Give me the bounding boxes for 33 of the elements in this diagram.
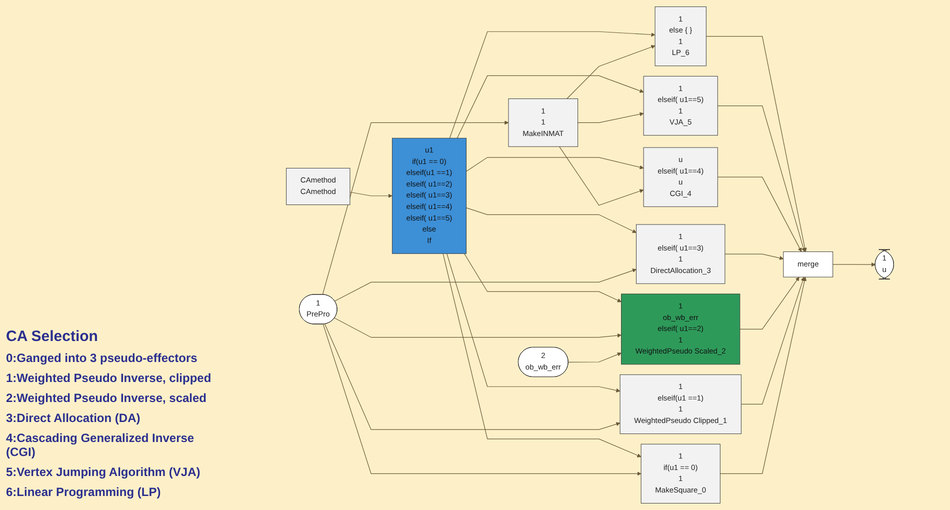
- note-line: 5:Vertex Jumping Algorithm (VJA): [6, 465, 202, 479]
- note-line: 1:Weighted Pseudo Inverse, clipped: [6, 371, 212, 385]
- arrow: [322, 120, 509, 295]
- note-heading: CA Selection: [6, 328, 99, 345]
- arrow: [324, 324, 620, 430]
- arrow: [717, 176, 802, 252]
- note-line: 2:Weighted Pseudo Inverse, scaled: [6, 391, 208, 405]
- arrow: [322, 324, 642, 476]
- arrow: [720, 276, 807, 474]
- arrow: [578, 112, 644, 123]
- note-line: 6:Linear Programming (LP): [6, 485, 162, 499]
- arrow: [456, 75, 644, 138]
- arrow: [559, 146, 644, 206]
- arrow: [464, 253, 622, 302]
- note-line: 3:Direct Allocation (DA): [6, 411, 142, 425]
- arrow: [568, 352, 622, 363]
- arrow: [466, 157, 644, 172]
- arrow: [832, 262, 876, 267]
- arrow: [442, 253, 642, 458]
- arrow: [740, 276, 800, 330]
- arrow: [334, 268, 636, 302]
- arrow: [350, 192, 392, 198]
- arrow: [566, 45, 656, 100]
- arrow: [724, 254, 784, 260]
- arrow: [717, 105, 806, 252]
- arrow: [446, 253, 620, 392]
- note-line: 0:Ganged into 3 pseudo-effectors: [6, 351, 198, 365]
- arrow: [706, 36, 807, 252]
- arrow: [740, 276, 805, 405]
- arrow: [334, 318, 622, 338]
- note-line: 4:Cascading Generalized Inverse (CGI): [6, 431, 196, 459]
- arrow: [449, 31, 656, 138]
- arrow: [466, 208, 636, 233]
